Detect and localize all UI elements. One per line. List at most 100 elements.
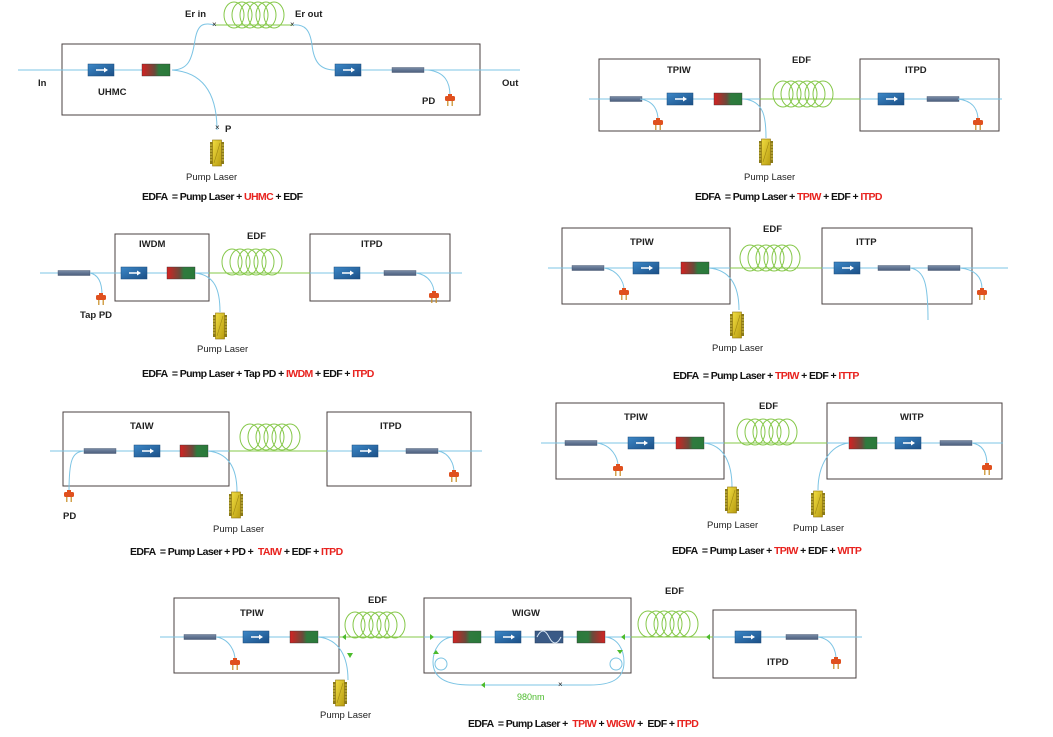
uhmc-label: UHMC (98, 87, 127, 98)
equation-text: EDFA = Pump Laser + (468, 718, 572, 730)
equation-component-highlight: UHMC (244, 191, 274, 203)
tap-photodiode-icon (95, 292, 107, 306)
splice-mark: × (558, 680, 563, 689)
tap-coupler-icon (939, 440, 973, 446)
wdm-coupler-icon (680, 261, 710, 275)
equation-component-highlight: TPIW (775, 370, 800, 382)
pump-laser-icon (729, 311, 745, 339)
itpd-label: ITPD (380, 421, 402, 432)
photodiode-icon (618, 287, 630, 301)
equation-component-highlight: WITP (837, 545, 861, 557)
equation-component-highlight: TPIW (572, 718, 597, 730)
taiw-module-box (62, 411, 230, 487)
equation-text: + (596, 718, 606, 730)
pump-laser-icon (724, 486, 740, 514)
equation: EDFA = Pump Laser + PD + TAIW + EDF + IT… (130, 546, 344, 558)
isolator-icon (627, 436, 655, 450)
equation-component-highlight: TPIW (774, 545, 799, 557)
fiber-to-er-in (171, 23, 216, 71)
fiber-to-pd (68, 450, 85, 493)
wdm-coupler-icon (141, 63, 171, 77)
equation: EDFA = Pump Laser + TPIW + WIGW + EDF + … (468, 718, 699, 730)
edf-label: EDF (763, 224, 782, 235)
isolator-icon (333, 266, 361, 280)
itpd-label: ITPD (767, 657, 789, 668)
pump-recycle-loop (432, 636, 625, 686)
equation: EDFA = Pump Laser + Tap PD + IWDM + EDF … (142, 368, 375, 380)
wdm-coupler-icon (576, 630, 606, 644)
photodiode-icon (448, 469, 460, 483)
isolator-icon (894, 436, 922, 450)
equation-component-highlight: ITPD (352, 368, 375, 380)
isolator-icon (666, 92, 694, 106)
direction-arrows (342, 634, 710, 688)
equation-text: + EDF (273, 191, 304, 203)
pump-laser-label: Pump Laser (712, 343, 763, 354)
wdm-coupler-icon (675, 436, 705, 450)
diagram-iwdm-itpd: IWDM ITPD EDF Tap PD Pump Laser EDFA = P… (40, 231, 462, 380)
tap-coupler-icon (785, 634, 819, 640)
isolator-icon (734, 630, 762, 644)
tpiw-label: TPIW (240, 608, 264, 619)
wdm-coupler-icon (848, 436, 878, 450)
equation: EDFA = Pump Laser + UHMC + EDF (142, 191, 304, 203)
equation-text: + EDF + (635, 718, 677, 730)
tap-pd-label: Tap PD (80, 310, 112, 321)
pump-laser-icon (228, 491, 244, 519)
tap-coupler-icon (391, 67, 425, 73)
equation-text: + EDF + (798, 545, 838, 557)
isolator-icon (494, 630, 522, 644)
out-label: Out (502, 78, 519, 89)
diagram-uhmc: × × × In Out UHMC PD P Er in Er out Pump… (18, 1, 520, 203)
fiber-to-pd (596, 442, 619, 467)
equation-text: EDFA = Pump Laser + PD + (130, 546, 258, 558)
fiber-to-pump (317, 636, 349, 681)
fiber-from-er-out (292, 24, 336, 71)
photodiode-icon (830, 656, 842, 670)
tap-output-fiber (909, 267, 929, 321)
equation-text: EDFA = Pump Laser + (673, 370, 775, 382)
equation-component-highlight: ITPD (677, 718, 700, 730)
tpiw-module-box (561, 227, 731, 305)
equation-component-highlight: TAIW (258, 546, 282, 558)
isolator-icon (632, 261, 660, 275)
isolator-icon (120, 266, 148, 280)
tap-coupler-icon (405, 448, 439, 454)
pump-laser-label: Pump Laser (213, 524, 264, 535)
equation-text: EDFA = Pump Laser + Tap PD + (142, 368, 286, 380)
isolator-icon (877, 92, 905, 106)
iwdm-module-box (114, 233, 210, 302)
edf-coil-icon (344, 611, 406, 639)
isolator-icon (334, 63, 362, 77)
tpiw-label: TPIW (630, 237, 654, 248)
tap-coupler-icon (609, 96, 643, 102)
gain-flattening-filter-icon (534, 630, 564, 644)
isolator-icon (242, 630, 270, 644)
edf-label: EDF (247, 231, 266, 242)
photodiode-icon (981, 462, 993, 476)
photodiode-icon (972, 117, 984, 131)
wigw-module-box (423, 597, 632, 674)
wigw-label: WIGW (512, 608, 540, 619)
tpiw-module-box (555, 402, 725, 480)
tpiw-module-box (173, 597, 340, 674)
fiber-to-pd (959, 267, 983, 290)
photodiode-icon (444, 93, 456, 107)
equation-text: + EDF + (282, 546, 322, 558)
iwdm-label: IWDM (139, 239, 165, 250)
wdm-coupler-icon (289, 630, 319, 644)
itpd-module-box (859, 58, 1000, 132)
edf-coil-icon (739, 244, 801, 272)
tpiw-label: TPIW (667, 65, 691, 76)
itpd-module-box (326, 411, 472, 487)
fiber-to-pump (708, 267, 740, 311)
pump-laser-icon (209, 139, 225, 167)
pump-laser-label: Pump Laser (793, 523, 844, 534)
isolator-icon (133, 444, 161, 458)
pump-port-label: P (225, 124, 232, 135)
uhmc-module-box (61, 43, 481, 116)
edf-label: EDF (665, 586, 684, 597)
diagram-tpiw-ittp: TPIW ITTP EDF Pump Laser EDFA = Pump Las… (548, 224, 1008, 382)
pump-laser-icon (758, 138, 774, 166)
